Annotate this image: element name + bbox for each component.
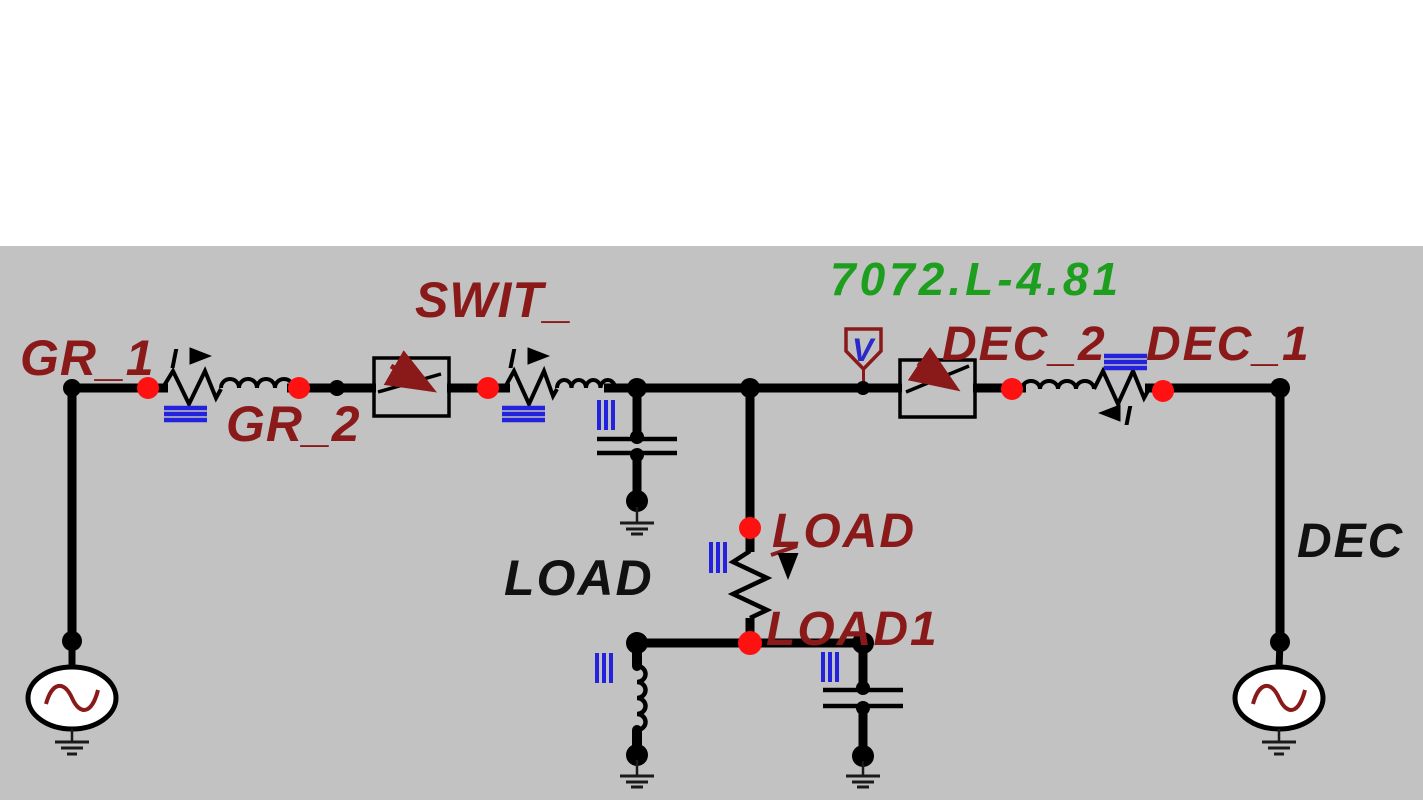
ground-icon[interactable] <box>55 729 89 756</box>
schematic-canvas <box>0 246 1423 800</box>
switch-arrow-icon <box>907 346 961 392</box>
label-load1: LOAD1 <box>766 603 939 656</box>
probe-tick-icon <box>770 544 798 557</box>
node-dot[interactable] <box>740 378 760 398</box>
ac-source-right[interactable] <box>1232 632 1326 756</box>
label-load-red: LOAD <box>772 505 916 558</box>
node-dot[interactable] <box>329 380 345 396</box>
inductor-icon[interactable] <box>219 377 295 389</box>
label-measurement: 7072.L-4.81 <box>830 253 1122 305</box>
three-phase-marker-icon <box>164 405 207 423</box>
node-dot[interactable] <box>627 378 647 398</box>
resistor-icon[interactable] <box>160 366 223 409</box>
label-dec-1: DEC_1 <box>1146 318 1311 371</box>
label-swit: SWIT_ <box>415 272 573 328</box>
rl-branch-swit[interactable]: I <box>502 343 617 423</box>
current-probe-label: I <box>508 343 517 374</box>
label-load-black: LOAD <box>504 550 654 606</box>
inductor-icon[interactable] <box>1020 379 1096 390</box>
resistor-icon[interactable] <box>727 549 773 621</box>
label-gr-1: GR_1 <box>20 330 155 386</box>
switch-arrow-icon <box>383 350 437 393</box>
ground-icon[interactable] <box>620 760 654 789</box>
three-phase-marker-icon <box>1104 353 1147 371</box>
red-node-dot[interactable] <box>288 377 310 399</box>
node-dot[interactable] <box>626 490 648 512</box>
node-dot[interactable] <box>626 632 648 654</box>
red-node-dot[interactable] <box>738 631 762 655</box>
switch-dec[interactable] <box>898 346 977 419</box>
three-phase-marker-icon <box>595 653 613 683</box>
voltage-probe[interactable]: V <box>844 327 883 386</box>
three-phase-marker-icon <box>709 542 727 573</box>
red-node-dot[interactable] <box>477 377 499 399</box>
node-dot[interactable] <box>626 744 648 766</box>
label-dec-2: DEC_2 <box>942 318 1107 371</box>
label-dec: DEC <box>1297 515 1404 568</box>
node-dot[interactable] <box>62 631 82 651</box>
phase-node-dots[interactable] <box>137 377 1174 655</box>
node-dot[interactable] <box>63 379 81 397</box>
current-probe-label: I <box>170 343 179 374</box>
voltage-probe-label: V <box>852 332 876 368</box>
label-gr-2: GR_2 <box>226 396 361 452</box>
ac-source-left[interactable] <box>25 631 119 756</box>
inductor-icon[interactable] <box>636 663 648 733</box>
rl-branch-dec[interactable]: I <box>1020 353 1151 431</box>
red-node-dot[interactable] <box>1001 378 1023 400</box>
resistor-icon[interactable] <box>1092 365 1151 409</box>
current-probe-label: I <box>1124 400 1133 431</box>
red-node-dot[interactable] <box>1152 380 1174 402</box>
ground-icon[interactable] <box>620 507 654 536</box>
sine-wave-icon <box>1251 684 1307 712</box>
junction-dots[interactable] <box>63 378 1290 654</box>
three-phase-marker-icon <box>821 652 839 682</box>
ground-icon[interactable] <box>846 761 880 789</box>
node-dot[interactable] <box>856 381 870 395</box>
three-phase-marker-icon <box>597 400 615 430</box>
resistor-icon[interactable] <box>502 365 559 409</box>
node-dot[interactable] <box>852 745 874 767</box>
shunt-inductor[interactable] <box>595 638 654 789</box>
node-dot[interactable] <box>852 632 874 654</box>
sine-wave-icon <box>44 684 100 712</box>
ground-icon[interactable] <box>1262 729 1296 756</box>
node-dot[interactable] <box>1270 378 1290 398</box>
inductor-icon[interactable] <box>555 378 617 389</box>
three-phase-marker-icon <box>502 405 545 423</box>
red-node-dot[interactable] <box>739 517 761 539</box>
switch-swit[interactable] <box>372 350 451 418</box>
node-dot[interactable] <box>1270 632 1290 652</box>
rl-branch-gr[interactable]: I <box>160 343 295 423</box>
voltage-probe-icon[interactable] <box>844 327 883 372</box>
red-node-dot[interactable] <box>137 377 159 399</box>
